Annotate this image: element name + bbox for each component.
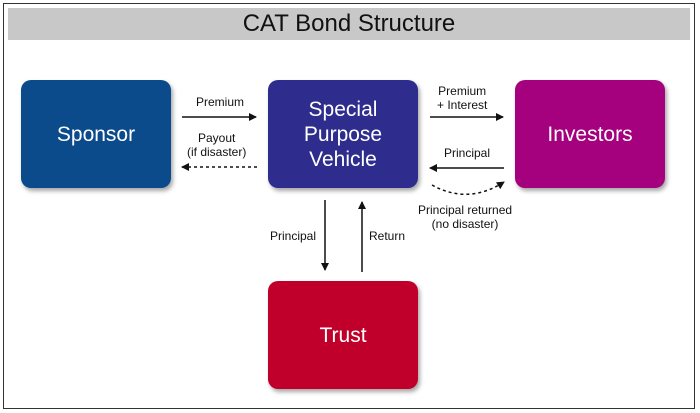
spv-label: Special Purpose Vehicle [304, 97, 382, 172]
spv-label-line-3: Vehicle [309, 147, 377, 171]
principal-returned-label: Principal returned (no disaster) [418, 203, 512, 231]
investors-box: Investors [515, 80, 665, 188]
trust-box: Trust [268, 281, 418, 389]
payout-label-line-1: Payout [197, 131, 236, 145]
spv-label-line-2: Purpose [303, 122, 383, 146]
return-up-label: Return [369, 229, 406, 243]
payout-label-line-2: (if disaster) [187, 145, 247, 159]
principal-returned-line-1: Principal returned [418, 203, 513, 217]
special-purpose-vehicle-box: Special Purpose Vehicle [268, 80, 418, 188]
trust-label: Trust [319, 323, 367, 347]
diagram-title: CAT Bond Structure [8, 8, 690, 40]
premium-interest-line-1: Premium [438, 84, 487, 98]
investors-label: Investors [547, 122, 633, 146]
principal-down-label: Principal [270, 229, 317, 243]
premium-label: Premium [196, 95, 245, 109]
principal-returned-line-2: (no disaster) [431, 217, 499, 231]
principal-returned-arrow [431, 181, 505, 196]
sponsor-box: Sponsor [21, 80, 171, 188]
spv-label-line-1: Special [308, 97, 378, 121]
principal-in-label: Principal [444, 146, 491, 160]
premium-interest-label: Premium + Interest [437, 84, 487, 112]
sponsor-label: Sponsor [56, 122, 136, 146]
premium-interest-line-2: + Interest [437, 98, 488, 112]
payout-label: Payout (if disaster) [187, 131, 246, 159]
